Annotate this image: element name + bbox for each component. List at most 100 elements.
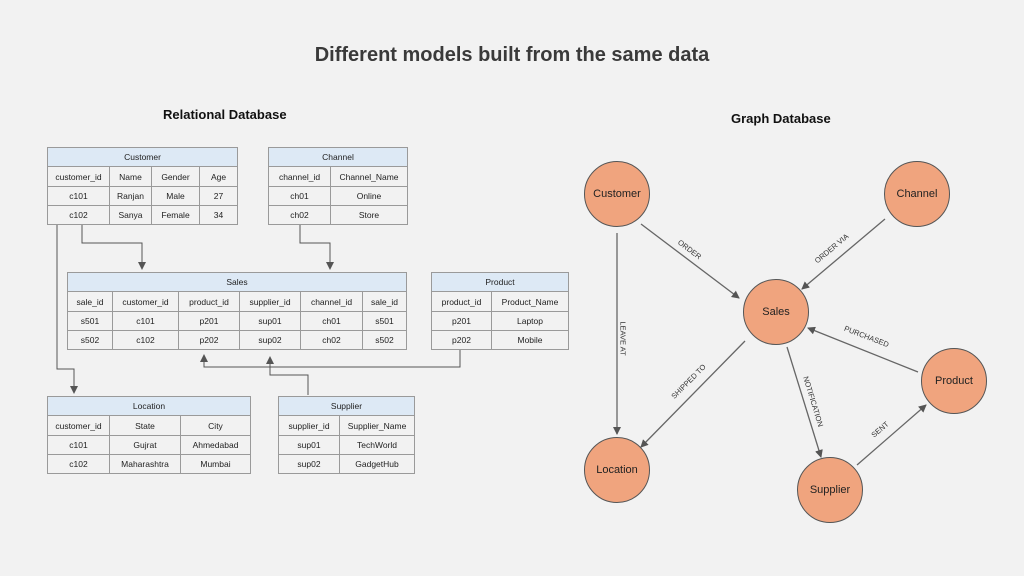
column-header: product_id	[431, 291, 492, 312]
edge-order	[640, 223, 740, 299]
table-title: Product	[430, 272, 570, 292]
column-header: customer_id	[112, 291, 179, 312]
table-cell: 34	[198, 205, 239, 225]
column-header: State	[109, 415, 181, 436]
table-cell: Gujrat	[109, 435, 181, 455]
column-header: sale_id	[67, 291, 113, 312]
table-title: Channel	[267, 147, 409, 167]
table-row: sup02 GadgetHub	[278, 454, 415, 474]
column-header: sale_id	[361, 291, 408, 312]
table-cell: p202	[178, 330, 240, 350]
column-header: Name	[109, 166, 152, 187]
table-cell: c102	[47, 454, 110, 474]
edge-shipped-to	[640, 340, 746, 448]
column-header: product_id	[178, 291, 240, 312]
table-title: Customer	[46, 147, 239, 167]
edge-notification	[786, 346, 823, 458]
supplier-table: Supplier supplier_id Supplier_Name sup01…	[278, 396, 415, 474]
table-cell: sup02	[278, 454, 340, 474]
table-cell: ch02	[268, 205, 331, 225]
table-cell: Mumbai	[180, 454, 251, 474]
table-title: Location	[47, 396, 251, 416]
column-header: City	[180, 415, 251, 436]
node-sales: Sales	[743, 279, 809, 345]
column-header: supplier_id	[239, 291, 301, 312]
edge-purchased	[807, 326, 919, 373]
column-header: Supplier_Name	[339, 415, 415, 436]
table-row: sup01 TechWorld	[278, 435, 415, 455]
table-row: p201 Laptop	[431, 311, 570, 331]
node-channel: Channel	[884, 161, 950, 227]
table-row: c102 Maharashtra Mumbai	[47, 454, 251, 474]
relational-heading: Relational Database	[163, 107, 287, 122]
table-cell: p201	[178, 311, 240, 331]
channel-sales-link	[299, 223, 334, 270]
table-cell: c101	[47, 435, 110, 455]
column-header: Channel_Name	[329, 166, 409, 187]
table-cell: Store	[329, 205, 409, 225]
table-row: c101 Gujrat Ahmedabad	[47, 435, 251, 455]
table-cell: s501	[67, 311, 113, 331]
table-cell: Sanya	[109, 205, 152, 225]
column-header: supplier_id	[278, 415, 340, 436]
column-header: Gender	[151, 166, 200, 187]
table-cell: ch01	[300, 311, 363, 331]
edge-sent	[856, 404, 927, 466]
column-header: Product_Name	[490, 291, 570, 312]
table-cell: sup01	[278, 435, 340, 455]
table-cell: Maharashtra	[109, 454, 181, 474]
table-cell: p201	[431, 311, 492, 331]
column-header: customer_id	[47, 415, 110, 436]
edge-order-via	[801, 218, 886, 290]
table-cell: 27	[198, 186, 239, 206]
customer-table: Customer customer_id Name Gender Age c10…	[46, 147, 239, 225]
table-row: c101 Ranjan Male 27	[47, 186, 239, 206]
customer-sales-link	[81, 223, 146, 270]
table-row: s501 c101 p201 sup01 ch01 s501	[67, 311, 408, 331]
table-cell: sup02	[239, 330, 301, 350]
table-cell: Male	[151, 186, 200, 206]
location-table: Location customer_id State City c101 Guj…	[47, 396, 251, 474]
table-cell: TechWorld	[339, 435, 415, 455]
node-product: Product	[921, 348, 987, 414]
customer-location-link	[56, 223, 78, 394]
channel-table: Channel channel_id Channel_Name ch01 Onl…	[267, 147, 409, 225]
supplier-sales-link	[266, 356, 309, 395]
node-location: Location	[584, 437, 650, 503]
table-title: Sales	[66, 272, 408, 292]
table-cell: GadgetHub	[339, 454, 415, 474]
table-cell: c101	[112, 311, 179, 331]
table-cell: c102	[112, 330, 179, 350]
table-cell: c101	[47, 186, 110, 206]
table-row: c102 Sanya Female 34	[47, 205, 239, 225]
table-cell: Mobile	[490, 330, 570, 350]
table-cell: Ahmedabad	[180, 435, 251, 455]
table-cell: s502	[67, 330, 113, 350]
table-title: Supplier	[278, 396, 415, 416]
column-header: customer_id	[47, 166, 110, 187]
table-row: p202 Mobile	[431, 330, 570, 350]
table-cell: ch01	[268, 186, 331, 206]
table-cell: p202	[431, 330, 492, 350]
column-header: Age	[198, 166, 239, 187]
table-row: s502 c102 p202 sup02 ch02 s502	[67, 330, 408, 350]
node-customer: Customer	[584, 161, 650, 227]
product-table: Product product_id Product_Name p201 Lap…	[430, 272, 570, 350]
column-header: channel_id	[268, 166, 331, 187]
page-title: Different models built from the same dat…	[314, 44, 710, 66]
table-cell: Laptop	[490, 311, 570, 331]
table-cell: c102	[47, 205, 110, 225]
table-cell: s501	[361, 311, 408, 331]
table-row: ch01 Online	[268, 186, 409, 206]
table-cell: ch02	[300, 330, 363, 350]
table-cell: sup01	[239, 311, 301, 331]
node-supplier: Supplier	[797, 457, 863, 523]
column-header: channel_id	[300, 291, 363, 312]
table-cell: Online	[329, 186, 409, 206]
product-sales-link	[200, 349, 461, 368]
table-row: ch02 Store	[268, 205, 409, 225]
table-cell: s502	[361, 330, 408, 350]
graph-heading: Graph Database	[731, 111, 831, 126]
sales-table: Sales sale_id customer_id product_id sup…	[66, 272, 408, 350]
